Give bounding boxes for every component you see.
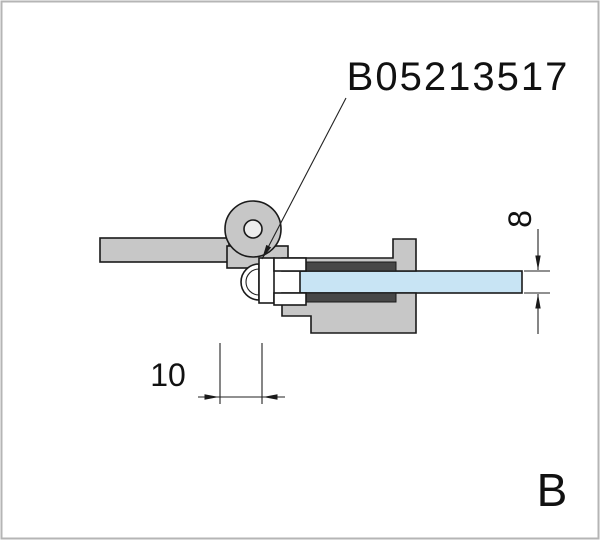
glass-panel	[299, 270, 523, 294]
clamp-plate-bottom	[281, 292, 417, 334]
gasket-strip-top	[305, 261, 397, 272]
clamp-jaw-bottom	[273, 292, 307, 306]
view-label: B	[537, 464, 568, 516]
gasket-strip-bottom	[305, 292, 397, 303]
wall-profile-bar	[99, 237, 230, 263]
seal-mount-plate	[258, 257, 275, 304]
seal-bulb-profile	[240, 263, 260, 301]
seal-inner-wall-line	[245, 268, 260, 296]
part-number-label: B05213517	[347, 55, 570, 99]
dim-8-value: 8	[502, 210, 538, 228]
callout-leader-line	[261, 97, 347, 260]
pivot-pin-hole	[243, 219, 263, 239]
clamp-jaw-top	[273, 257, 307, 272]
dim-10-value: 10	[150, 357, 186, 393]
